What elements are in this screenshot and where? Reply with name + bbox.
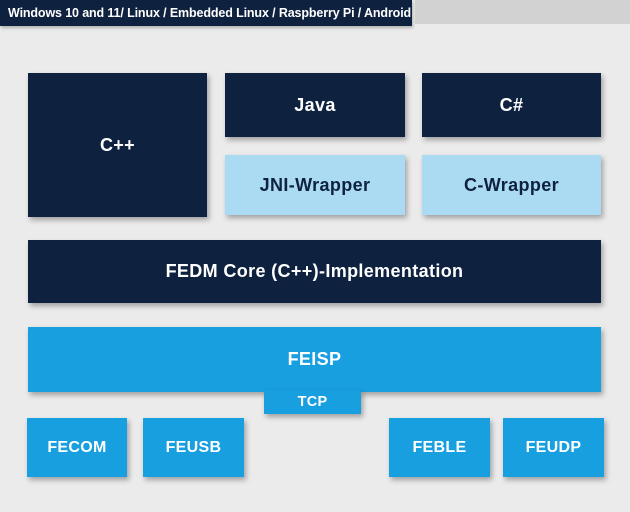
feisp-box: FEISP bbox=[28, 327, 601, 392]
java-box: Java bbox=[225, 73, 405, 137]
csharp-label: C# bbox=[499, 94, 524, 115]
feusb-label: FEUSB bbox=[165, 438, 222, 456]
java-label: Java bbox=[294, 94, 336, 115]
c-wrapper-box: C-Wrapper bbox=[422, 155, 601, 215]
tcp-box: TCP bbox=[264, 390, 361, 414]
jni-wrapper-label: JNI-Wrapper bbox=[259, 174, 371, 195]
feble-label: FEBLE bbox=[412, 438, 467, 456]
platforms-label: Windows 10 and 11/ Linux / Embedded Linu… bbox=[8, 6, 412, 20]
title-bar-gray-strip bbox=[415, 0, 630, 24]
feble-box: FEBLE bbox=[389, 418, 490, 477]
feisp-label: FEISP bbox=[287, 349, 342, 369]
fecom-label: FECOM bbox=[47, 438, 107, 456]
feudp-box: FEUDP bbox=[503, 418, 604, 477]
cpp-box: C++ bbox=[28, 73, 207, 217]
fedm-core-box: FEDM Core (C++)-Implementation bbox=[28, 240, 601, 303]
jni-wrapper-box: JNI-Wrapper bbox=[225, 155, 405, 215]
feudp-label: FEUDP bbox=[525, 438, 582, 456]
fecom-box: FECOM bbox=[27, 418, 127, 477]
feusb-box: FEUSB bbox=[143, 418, 244, 477]
platforms-title-bar: Windows 10 and 11/ Linux / Embedded Linu… bbox=[0, 0, 412, 26]
csharp-box: C# bbox=[422, 73, 601, 137]
c-wrapper-label: C-Wrapper bbox=[464, 174, 559, 195]
tcp-label: TCP bbox=[297, 394, 328, 410]
cpp-label: C++ bbox=[99, 134, 136, 155]
fedm-core-label: FEDM Core (C++)-Implementation bbox=[165, 261, 464, 281]
